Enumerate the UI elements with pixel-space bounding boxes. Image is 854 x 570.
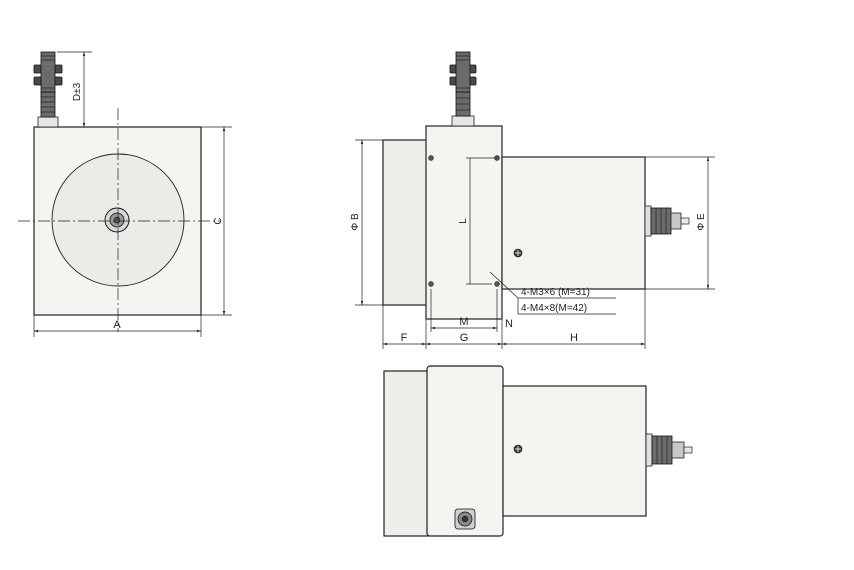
- note-m3: 4-M3×6 (M=31): [521, 287, 590, 298]
- hub-core: [113, 216, 121, 224]
- side-view: L Φ B Φ E 4-M3×6 (M=31) 4-M4×8(M=42) M N…: [350, 51, 715, 349]
- dim-g-label: G: [460, 332, 469, 344]
- front-neck: [37, 116, 59, 128]
- front-thread-lines: [41, 96, 55, 113]
- dim-m-label: M: [459, 316, 468, 328]
- side-stud: [455, 51, 471, 93]
- front-view: D±3 C A: [18, 51, 232, 337]
- screw-bl: [428, 281, 434, 287]
- front-stud-threads: [41, 55, 55, 89]
- dim-e-label: Φ E: [696, 213, 707, 231]
- dim-a-label: A: [113, 319, 121, 331]
- side-encoder: [501, 156, 646, 290]
- screw-br: [494, 281, 500, 287]
- dim-f-label: F: [401, 332, 408, 344]
- front-stud: [40, 51, 56, 93]
- dim-b-label: Φ B: [350, 213, 361, 231]
- side-drum: [382, 139, 428, 306]
- dim-d-label: D±3: [72, 82, 83, 101]
- side-conn-base: [644, 205, 652, 237]
- dim-c-label: C: [213, 217, 224, 224]
- side-cable: [680, 217, 690, 225]
- side-conn-tip: [670, 212, 682, 230]
- bottom-conn-base: [645, 433, 653, 467]
- bottom-hex-core: [461, 515, 469, 523]
- dim-h-label: H: [570, 332, 578, 344]
- dim-l-label: L: [458, 218, 469, 224]
- dim-n-label: N: [505, 318, 513, 330]
- bottom-encoder: [502, 385, 647, 517]
- screw-tl: [428, 155, 434, 161]
- side-neck: [451, 115, 475, 127]
- bottom-view: [383, 365, 693, 537]
- bottom-cable: [683, 446, 693, 454]
- front-threaded-body: [40, 91, 56, 118]
- bottom-drum: [383, 370, 429, 537]
- bottom-conn-tip: [671, 441, 685, 459]
- note-m4: 4-M4×8(M=42): [521, 303, 587, 314]
